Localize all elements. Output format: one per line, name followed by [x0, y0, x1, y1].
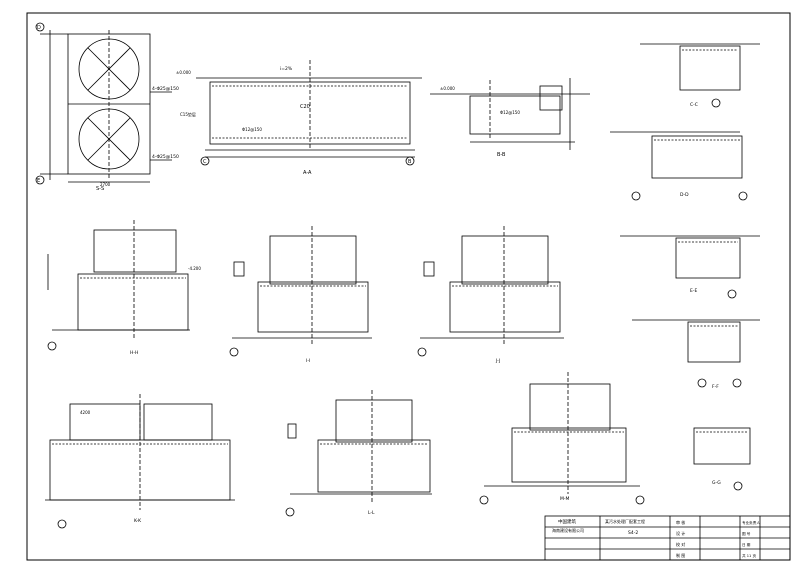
- project-name: 某污水处理厂配套工程: [605, 518, 645, 524]
- tb-date: 日 期: [742, 542, 751, 547]
- section-title-f: F-F: [712, 384, 719, 390]
- elev-bottom-h: -4.200: [188, 266, 201, 271]
- grid-label-d: D: [37, 25, 41, 31]
- anchor-note-2: 4-Φ25@150: [152, 154, 179, 160]
- elev-ground-a: ±0.000: [176, 70, 191, 75]
- tb-draw: 制 图: [676, 552, 685, 558]
- section-title-d: D-D: [680, 192, 689, 198]
- rebar-b: Φ12@150: [500, 110, 520, 115]
- cushion-a: C15垫层: [180, 111, 196, 117]
- section-h-h: [47, 220, 190, 351]
- tb-lead: 专业负责人: [742, 520, 760, 525]
- section-f-f: [632, 319, 760, 388]
- section-b-b: [430, 78, 590, 150]
- company-line-2: 海南建设有限公司: [552, 527, 584, 533]
- dim-k: 4200: [80, 410, 91, 415]
- tb-no: 图 号: [742, 531, 751, 536]
- section-title-l: L-L: [368, 510, 375, 516]
- section-title-a: A-A: [303, 170, 312, 176]
- section-title-k: K-K: [134, 518, 142, 524]
- tb-pages: 共 11 页: [742, 553, 756, 558]
- anchor-note-1: 4-Φ25@150: [152, 86, 179, 92]
- section-title-j: J-J: [495, 358, 500, 364]
- section-title-h: H-H: [130, 350, 138, 356]
- plan-view: [35, 22, 172, 185]
- section-j-j: [417, 226, 564, 357]
- tb-review: 审 核: [676, 519, 685, 525]
- section-title-s: S-S: [96, 186, 104, 192]
- plan-dim: 2700: [100, 182, 111, 187]
- rebar-a: Φ12@150: [242, 127, 262, 132]
- section-k-k: [45, 394, 235, 529]
- section-d-d: [610, 131, 748, 201]
- grid-label-e: E: [37, 178, 40, 184]
- section-title-i: I-I: [306, 358, 310, 364]
- section-e-e: [620, 235, 760, 299]
- slope-a: i=2%: [280, 66, 293, 72]
- section-a-a: [196, 60, 422, 166]
- sheet-border: [26, 12, 791, 561]
- elev-ground-b: ±0.000: [440, 86, 455, 91]
- grid-label-c: C: [203, 159, 207, 165]
- section-title-b: B-B: [497, 152, 506, 158]
- section-g-g: [693, 427, 751, 491]
- section-title-c: C-C: [690, 102, 698, 108]
- section-c-c: [640, 43, 760, 108]
- tb-design: 设 计: [676, 530, 685, 536]
- section-i-i: [229, 226, 372, 357]
- section-l-l: [285, 390, 432, 517]
- title-block: [544, 515, 791, 561]
- section-title-m: M-M: [560, 496, 570, 502]
- section-m-m: [479, 372, 645, 505]
- section-title-g: G-G: [712, 480, 721, 486]
- section-title-e: E-E: [690, 288, 697, 294]
- company-line-1: 中国建筑: [558, 518, 576, 525]
- concrete-grade-a: C20: [300, 104, 310, 110]
- grid-label-b: B: [408, 159, 412, 165]
- tb-check: 校 对: [676, 541, 685, 547]
- drawing-name: S4-2: [628, 530, 638, 536]
